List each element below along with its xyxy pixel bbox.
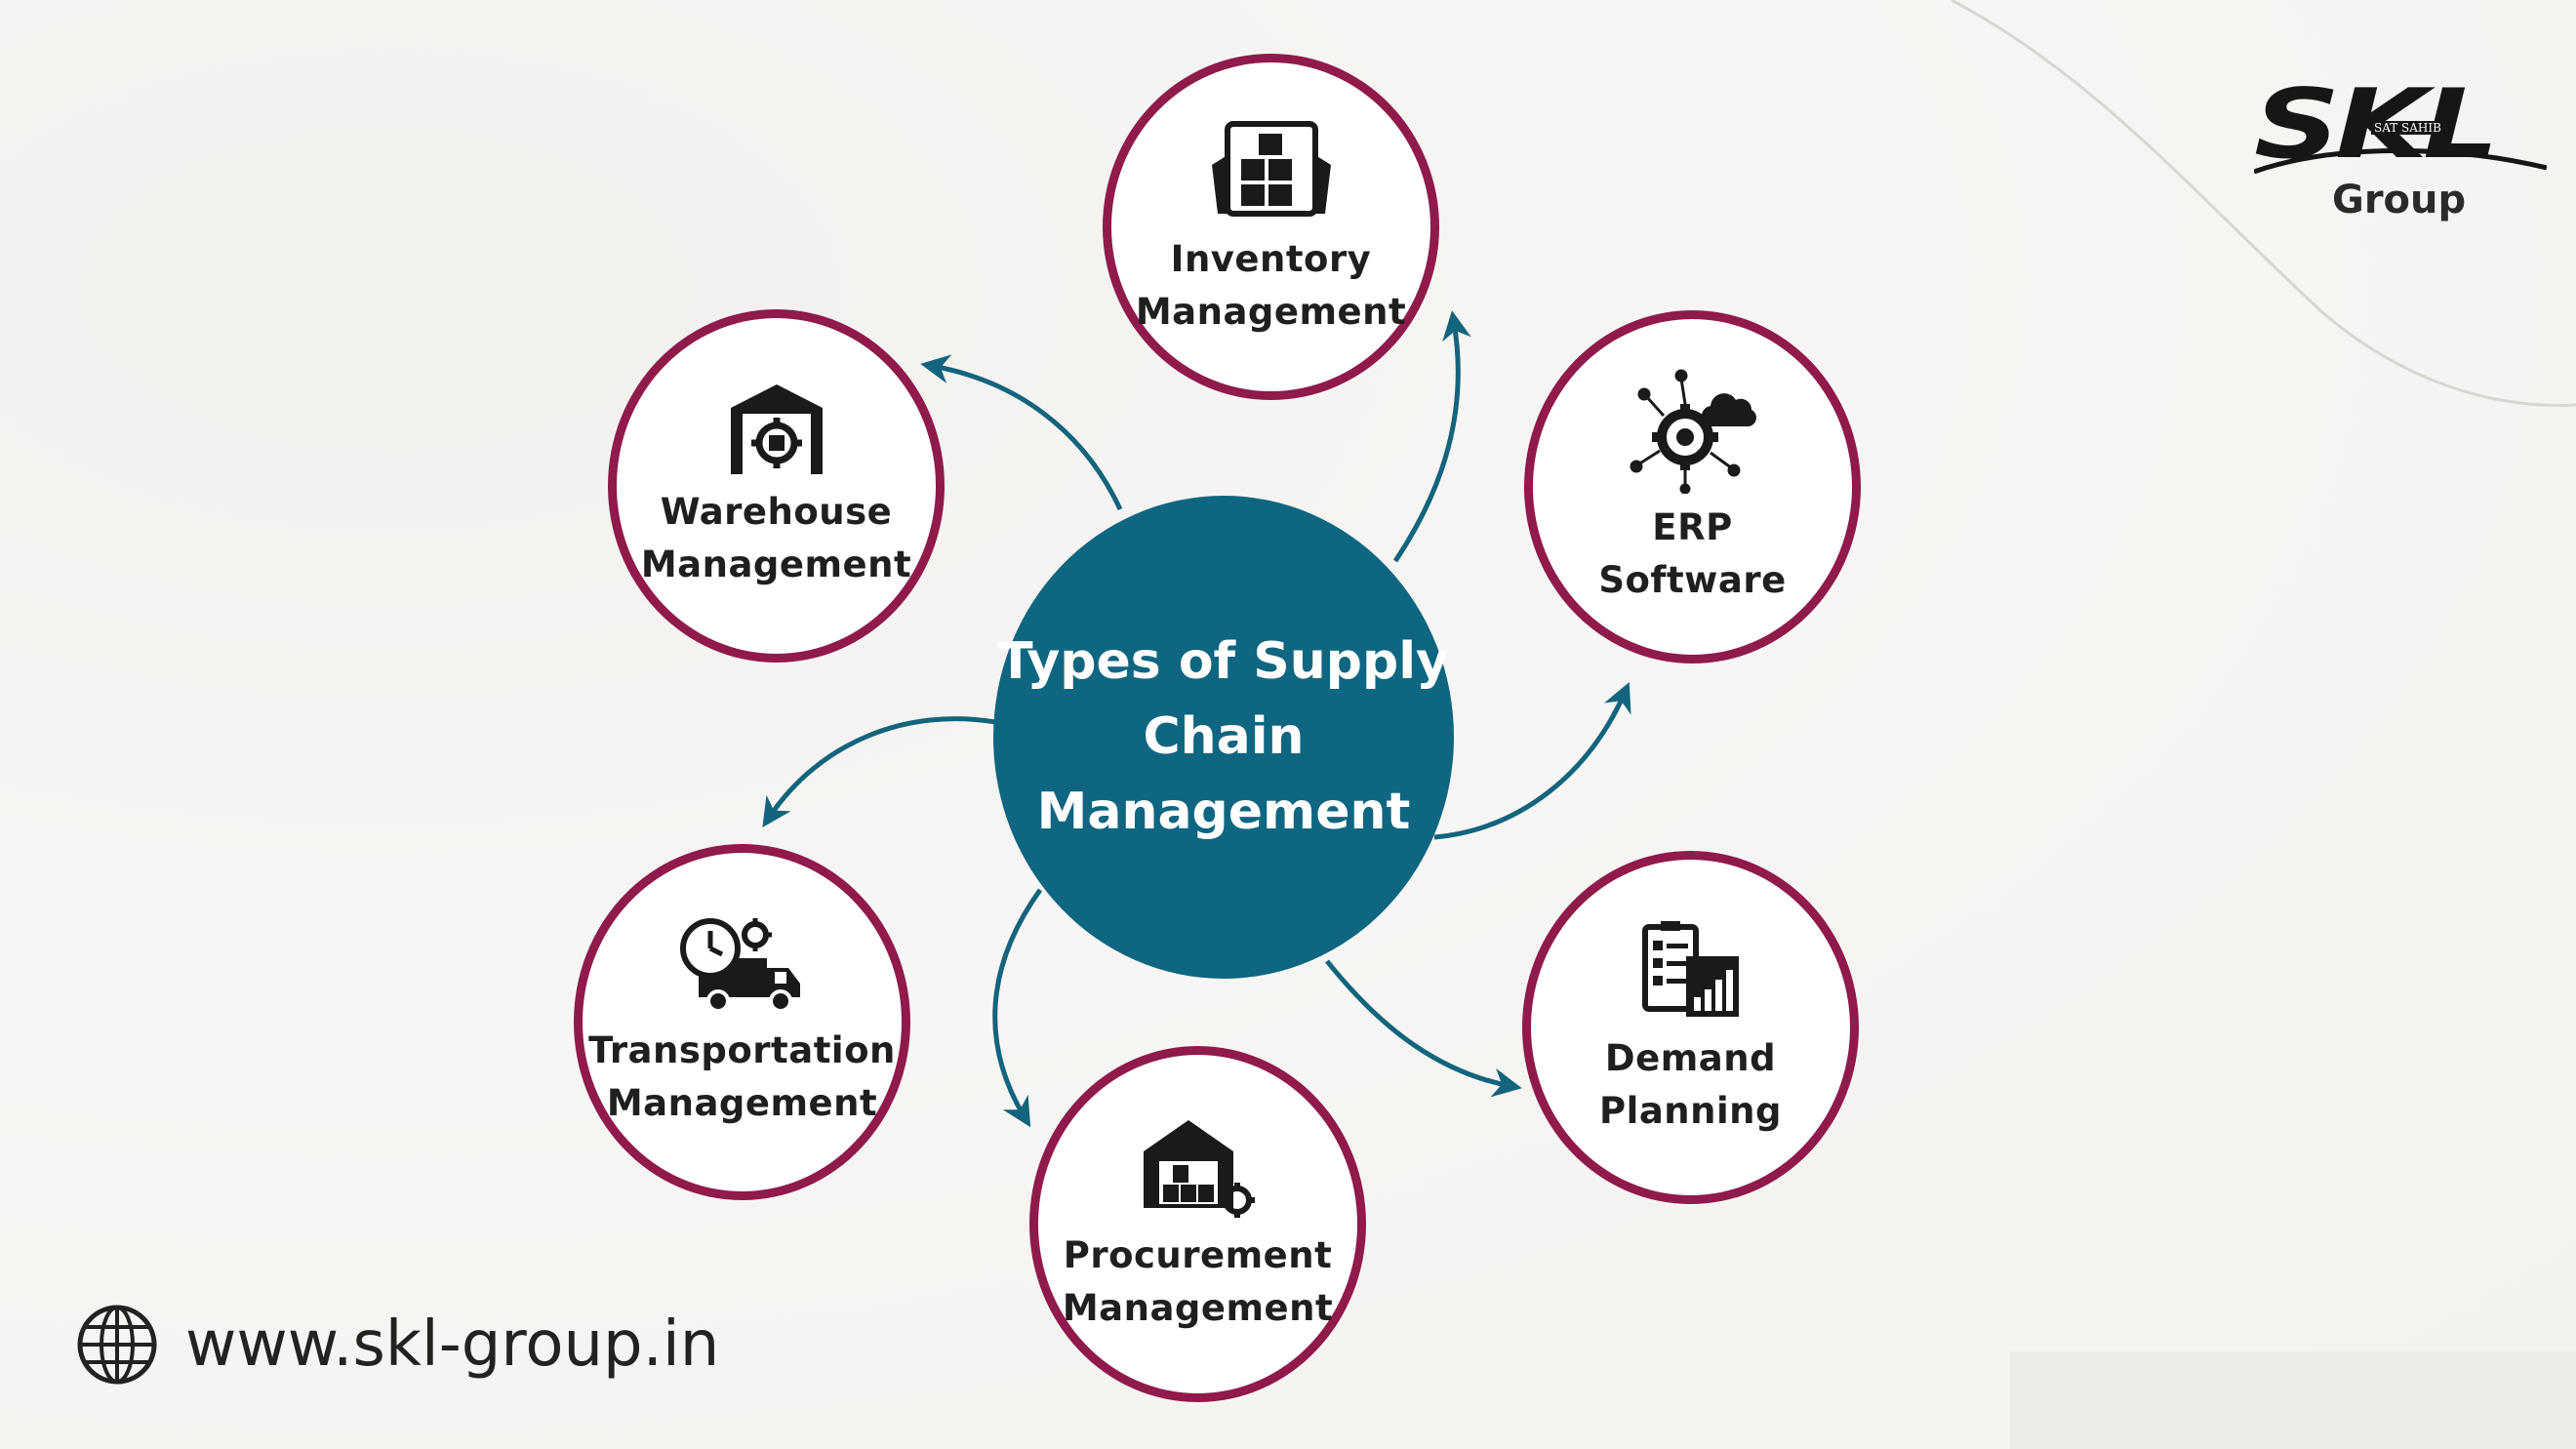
transportation-label: Transportation Management bbox=[588, 1025, 896, 1130]
arrow-to-inventory bbox=[1392, 310, 1471, 563]
transportation-label-line-1: Transportation bbox=[588, 1028, 896, 1071]
node-demand-planning: Demand Planning bbox=[1522, 851, 1859, 1204]
demand-label-line-1: Demand bbox=[1604, 1037, 1777, 1079]
arrow-to-warehouse bbox=[920, 354, 1123, 511]
arrow-to-transportation bbox=[762, 716, 996, 827]
logo-group-text: Group bbox=[2332, 178, 2467, 222]
erp-label: ERP Software bbox=[1598, 502, 1786, 607]
demand-label-line-2: Planning bbox=[1599, 1090, 1782, 1132]
procurement-label-line-2: Management bbox=[1062, 1286, 1334, 1329]
inventory-label: Inventory Management bbox=[1136, 233, 1406, 339]
warehouse-label-line-1: Warehouse bbox=[660, 491, 893, 533]
skl-group-logo: SKL SAT SAHIB Group bbox=[2254, 77, 2547, 222]
center-title-line-3: Management bbox=[1036, 783, 1411, 841]
center-title: Types of Supply Chain Management bbox=[998, 624, 1449, 850]
procurement-label-line-1: Procurement bbox=[1063, 1233, 1333, 1276]
warehouse-gear-icon bbox=[1143, 1119, 1255, 1218]
globe-icon bbox=[77, 1305, 157, 1385]
warehouse-box-gear-icon bbox=[730, 384, 823, 474]
arrow-to-procurement bbox=[992, 888, 1043, 1128]
website-url[interactable]: www.skl-group.in bbox=[185, 1308, 720, 1381]
inventory-label-line-1: Inventory bbox=[1170, 237, 1372, 280]
inventory-label-line-2: Management bbox=[1135, 290, 1407, 333]
website-footer: www.skl-group.in bbox=[76, 1304, 719, 1386]
node-transportation-management: Transportation Management bbox=[574, 844, 910, 1200]
inventory-tablet-boxes-icon bbox=[1211, 120, 1331, 217]
node-inventory-management: Inventory Management bbox=[1103, 54, 1439, 400]
transportation-label-line-2: Management bbox=[606, 1081, 878, 1124]
node-erp-software: ERP Software bbox=[1524, 310, 1861, 664]
logo-swoosh bbox=[2254, 148, 2547, 174]
checklist-chart-icon bbox=[1641, 921, 1739, 1017]
center-title-line-1: Types of Supply bbox=[998, 632, 1449, 691]
node-procurement-management: Procurement Management bbox=[1029, 1046, 1366, 1402]
warehouse-label-line-2: Management bbox=[640, 543, 912, 585]
gear-cloud-network-icon bbox=[1630, 369, 1756, 494]
arrow-to-demand bbox=[1325, 959, 1522, 1098]
center-hub: Types of Supply Chain Management bbox=[993, 496, 1454, 979]
erp-label-line-1: ERP bbox=[1652, 506, 1733, 548]
warehouse-label: Warehouse Management bbox=[641, 486, 911, 591]
center-title-line-2: Chain bbox=[1143, 707, 1305, 766]
logo-tagline: SAT SAHIB bbox=[2371, 121, 2444, 135]
demand-label: Demand Planning bbox=[1599, 1032, 1782, 1138]
arrow-to-erp bbox=[1433, 682, 1631, 840]
erp-label-line-2: Software bbox=[1598, 559, 1787, 601]
node-warehouse-management: Warehouse Management bbox=[608, 309, 945, 663]
truck-clock-icon bbox=[679, 917, 800, 1013]
procurement-label: Procurement Management bbox=[1063, 1229, 1333, 1335]
